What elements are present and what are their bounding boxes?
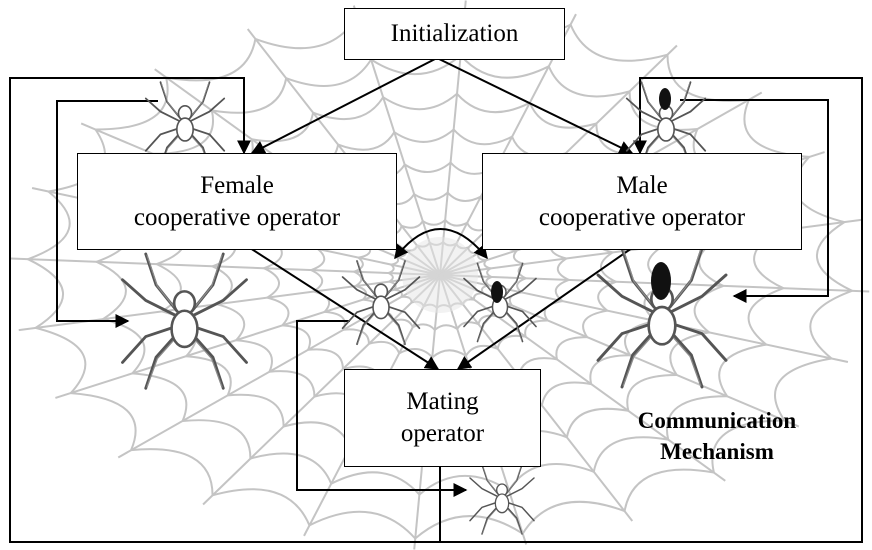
female-spider-icon bbox=[121, 252, 248, 390]
male-operator-label-line2: cooperative operator bbox=[538, 203, 746, 231]
male-spider-icon bbox=[625, 81, 707, 168]
arrow-init-to-male bbox=[436, 57, 634, 154]
feedback-loop-right bbox=[440, 77, 863, 543]
male-operator-box: Male cooperative operator bbox=[482, 153, 802, 250]
female-operator-label-line2: cooperative operator bbox=[133, 203, 341, 231]
arrow-init-to-female bbox=[250, 57, 438, 154]
communication-mechanism-caption: Communication Mechanism bbox=[612, 405, 822, 467]
arrow-exchange-arc bbox=[394, 228, 488, 260]
mating-operator-label-line2: operator bbox=[400, 420, 485, 447]
web-hub bbox=[402, 237, 478, 313]
mating-operator-label-line1: Mating bbox=[406, 388, 479, 415]
female-operator-label-line1: Female bbox=[200, 171, 274, 199]
initialization-box: Initialization bbox=[344, 8, 565, 60]
arrow-male-to-mating bbox=[456, 247, 633, 370]
feedback-loop-left bbox=[9, 77, 441, 543]
caption-line2: Mechanism bbox=[660, 439, 774, 464]
initialization-label: Initialization bbox=[390, 20, 519, 47]
caption-line1: Communication bbox=[637, 408, 797, 433]
male-spider-icon bbox=[463, 262, 537, 343]
offspring-path bbox=[296, 320, 468, 497]
arrow-female-to-mating bbox=[249, 247, 440, 370]
female-operator-box: Female cooperative operator bbox=[77, 153, 397, 250]
male-operator-label-line1: Male bbox=[616, 171, 668, 199]
male-spider-icon bbox=[596, 246, 728, 389]
male-communication-loop bbox=[680, 99, 829, 303]
female-communication-loop bbox=[56, 100, 158, 328]
connectors bbox=[9, 57, 863, 543]
mating-operator-box: Mating operator bbox=[344, 369, 541, 467]
